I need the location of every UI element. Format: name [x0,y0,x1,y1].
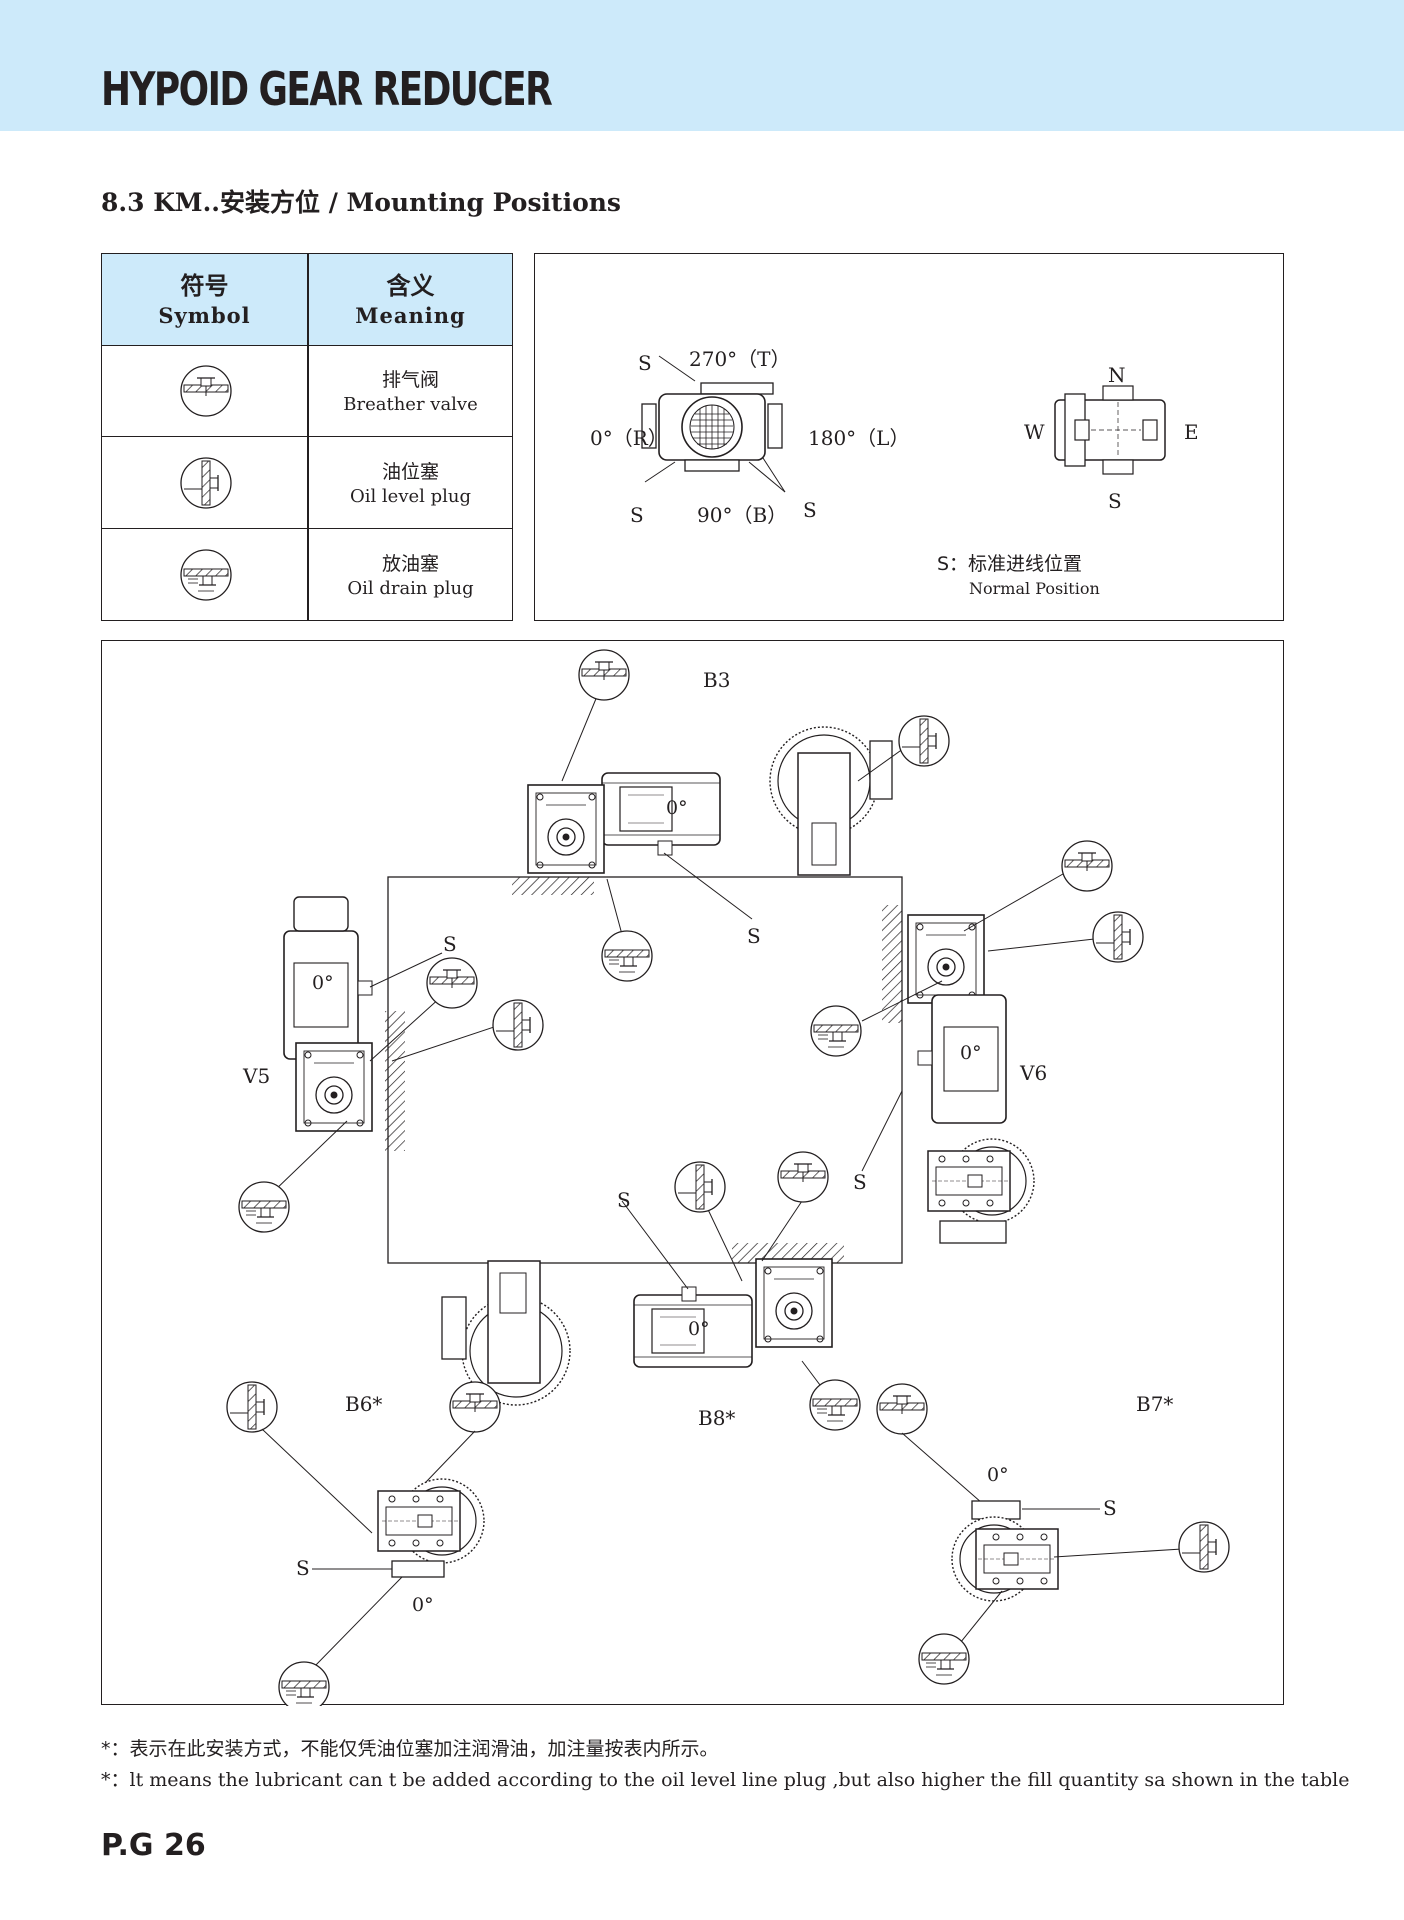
position-b6: B6* [345,1392,382,1416]
hatch-v5 [385,1011,405,1151]
mounting-diagram-panel: 0° B3 S 0° V5 S [101,640,1284,1713]
b3-assembly [527,772,721,874]
hatch-b8 [732,1243,844,1263]
deg-label: 0° [960,1042,982,1064]
row-label-en: Breather valve [343,394,478,415]
s-label: S [617,1188,631,1212]
v6-top-assembly [927,1138,1035,1244]
b8-assembly [633,1258,833,1368]
row-label-cn: 油位塞 [381,461,439,483]
row-label-cn: 放油塞 [381,553,439,575]
deg-label: 0° [688,1318,710,1340]
row-label-cn: 排气阀 [381,369,439,391]
position-v6: V6 [1019,1061,1047,1085]
row-label-en: Oil level plug [349,486,472,507]
footnote-cn: *：表示在此安装方式，不能仅凭油位塞加注润滑油，加注量按表内所示。 [101,1738,719,1760]
header-banner: HYPOID GEAR REDUCER [0,0,1404,131]
page-title: HYPOID GEAR REDUCER [101,62,553,116]
motor-end-view [641,382,783,472]
table-divider [307,254,309,620]
s-label: S [296,1556,310,1580]
breather-valve-icon [180,365,232,417]
position-b3: B3 [703,668,730,692]
v5-assembly [283,896,373,1132]
s-label: S [1103,1496,1117,1520]
symbol-table: 符号 Symbol 含义 Meaning 排气阀 Breather valve … [101,253,513,621]
s-label: S [443,932,457,956]
table-row: 排气阀 Breather valve [102,345,512,437]
b3-side-assembly [769,726,893,876]
s-label: S [747,924,761,948]
hatch-b3 [512,877,594,895]
s-label: S [803,498,817,522]
deg-label: 0° [666,797,688,819]
page-number: P.G 26 [101,1828,206,1863]
deg-label: 0° [312,972,334,994]
compass-s: S [1108,489,1122,513]
label-90: 90°（B） [697,503,787,527]
s-label: S [630,503,644,527]
hatch-v6 [882,905,902,1023]
compass-view [1054,385,1166,475]
b6-top-assembly [441,1260,571,1406]
table-row: 油位塞 Oil level plug [102,437,512,529]
oil-drain-plug-icon [180,549,232,601]
compass-w: W [1024,420,1045,444]
label-180: 180°（L） [808,426,909,450]
symbol-header-cn: 符号 [180,272,229,300]
section-title: 8.3 KM..安装方位 / Mounting Positions [101,188,621,217]
oil-level-plug-icon [180,457,232,509]
meaning-column-header: 含义 Meaning [307,266,514,328]
label-270: 270°（T） [689,347,791,371]
v6-assembly [907,914,1007,1124]
symbol-header-en: Symbol [158,303,251,328]
position-b7: B7* [1136,1392,1173,1416]
b6-assembly [377,1478,485,1578]
legend-cn: S：标准进线位置 [937,553,1082,575]
mounting-surface [387,876,903,1264]
terminal-box-diagram: S 270°（T） 0°（R） 180°（L） S 90°（B） S N S W… [590,347,1199,598]
s-label: S [853,1170,867,1194]
compass-n: N [1108,363,1126,387]
position-b8: B8* [698,1406,735,1430]
meaning-header-en: Meaning [355,303,466,328]
deg-label: 0° [987,1464,1009,1486]
terminal-box-position-panel: S 270°（T） 0°（R） 180°（L） S 90°（B） S N S W… [534,253,1284,621]
legend-en: Normal Position [969,579,1100,598]
table-row: 放油塞 Oil drain plug [102,529,512,621]
footnote-en: *：lt means the lubricant can t be added … [101,1769,1350,1791]
meaning-header-cn: 含义 [386,272,435,300]
label-0: 0°（R） [590,426,668,450]
b7-assembly [951,1500,1059,1602]
position-v5: V5 [242,1064,270,1088]
symbol-column-header: 符号 Symbol [102,266,307,328]
deg-label: 0° [412,1594,434,1616]
s-label: S [638,351,652,375]
compass-e: E [1184,420,1199,444]
row-label-en: Oil drain plug [347,578,474,599]
mounting-positions-diagram: 0° B3 S 0° V5 S [226,649,1230,1713]
